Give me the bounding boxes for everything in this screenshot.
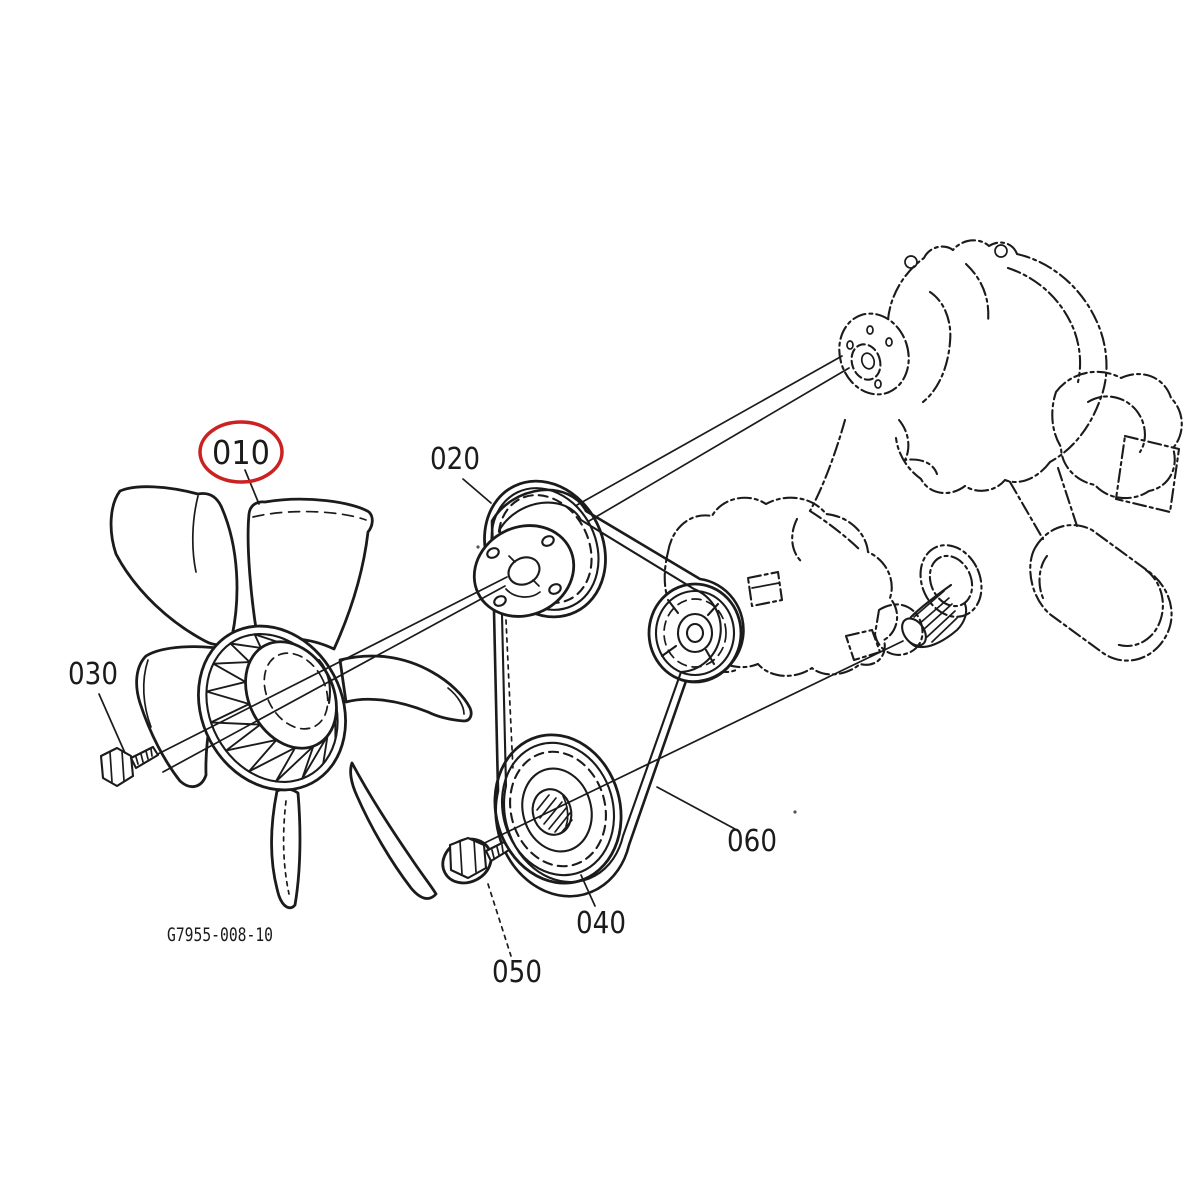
water-pump-pulley-020-disc[interactable] [459,509,589,633]
callout-060[interactable]: 060 [727,824,777,859]
scan-speck [793,810,797,814]
assembly-axis-lines [151,355,904,852]
callout-010[interactable]: 010 [212,433,270,472]
callout-leaders [98,469,736,957]
fan-blade-bottom-right [349,761,438,900]
pulley-bolt-050[interactable] [435,831,511,892]
callout-050[interactable]: 050 [492,955,542,990]
leader-050 [487,883,512,957]
crankshaft-pulley-040[interactable] [478,720,639,898]
leader-020 [462,478,492,504]
callout-020[interactable]: 020 [430,442,480,477]
fan-blade-upper-left [109,485,239,647]
callout-040[interactable]: 040 [576,906,626,941]
leader-060 [656,786,736,830]
selected-part-highlight [198,420,284,484]
leader-030 [98,693,126,754]
fan-blade-right [338,654,473,723]
leader-010 [244,469,260,505]
fan-hub [197,624,347,792]
fan-belt-060[interactable] [490,488,745,898]
fan-blade-bottom [270,787,302,910]
water-pump-assembly-phantom [791,239,1183,662]
leader-040 [580,874,596,907]
fan-bolt-030[interactable] [99,745,160,788]
alternator-pulley [647,582,743,684]
splined-shaft-phantom [901,544,983,649]
cooling-fan-010[interactable] [109,485,473,910]
water-pump-flange [838,312,910,396]
scan-speck [476,545,480,549]
fan-blade-top [246,497,374,651]
callout-030[interactable]: 030 [68,657,118,692]
drawing-number: G7955-008-10 [167,924,273,946]
